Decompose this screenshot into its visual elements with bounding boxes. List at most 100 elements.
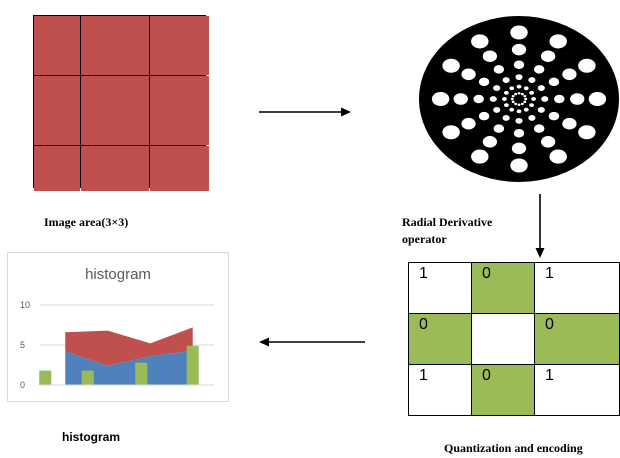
y-tick-label: 10 <box>20 300 30 310</box>
radial-dot <box>523 100 527 104</box>
radial-dot <box>523 94 527 98</box>
radial-dot <box>517 103 521 106</box>
radial-dot <box>523 86 529 91</box>
radial-dot <box>511 100 515 104</box>
image-area-cell <box>34 76 80 145</box>
arrow-right <box>259 107 351 117</box>
radial-dot <box>511 43 527 56</box>
radial-dot <box>588 91 607 107</box>
radial-dot <box>493 107 501 113</box>
radial-dot <box>510 158 528 173</box>
quantization-cell: 1 <box>535 365 620 416</box>
radial-dot <box>493 124 505 133</box>
image-area-grid <box>33 15 209 191</box>
radial-dot <box>510 97 514 101</box>
radial-dot <box>461 117 476 130</box>
radial-dot <box>541 96 549 102</box>
image-area-cell <box>150 76 209 145</box>
image-area-cell <box>81 16 149 75</box>
radial-dot <box>549 149 567 164</box>
radial-dot <box>513 60 525 70</box>
radial-dot <box>523 107 529 112</box>
radial-dot <box>570 93 585 105</box>
radial-dot <box>442 125 460 140</box>
radial-dot <box>531 97 536 101</box>
radial-dot <box>562 117 577 130</box>
radial-dot <box>478 77 490 87</box>
radial-dot <box>554 94 565 104</box>
radial-operator-disc <box>419 16 619 182</box>
radial-dot <box>540 50 556 62</box>
radial-dot <box>533 65 545 74</box>
radial-dot <box>509 107 515 112</box>
radial-dot <box>493 85 501 91</box>
radial-dot <box>562 68 577 81</box>
red-area-series <box>65 327 193 366</box>
radial-dot <box>513 128 525 138</box>
radial-dot <box>514 92 518 96</box>
radial-dot <box>578 125 596 140</box>
green-bar <box>186 345 199 385</box>
image-area-cell <box>150 146 209 191</box>
image-area-caption: Image area(3×3) <box>44 215 129 229</box>
radial-dot <box>524 97 528 101</box>
radial-dot <box>473 94 484 104</box>
radial-dot <box>431 91 450 107</box>
radial-dot <box>509 86 515 91</box>
chart-title: histogram <box>85 266 151 283</box>
green-bar <box>135 362 148 385</box>
radial-dot <box>478 111 490 121</box>
radial-dot <box>502 115 510 121</box>
radial-dot <box>482 136 498 148</box>
y-tick-label: 0 <box>20 380 25 390</box>
quantization-cell: 1 <box>409 365 472 416</box>
quantization-cell: 0 <box>472 263 535 314</box>
radial-dot <box>511 142 527 155</box>
radial-dot <box>502 77 510 83</box>
radial-dot <box>533 124 545 133</box>
radial-dot <box>516 84 522 89</box>
radial-dot <box>540 136 556 148</box>
radial-dot <box>520 92 524 96</box>
green-bar <box>39 370 52 385</box>
radial-dot <box>549 34 567 49</box>
quantization-caption: Quantization and encoding <box>444 441 583 455</box>
radial-dot <box>520 102 524 106</box>
radial-dot <box>537 107 545 113</box>
radial-dot <box>516 109 522 114</box>
radial-dot <box>453 93 468 105</box>
green-bar <box>81 370 94 385</box>
radial-dot <box>510 25 528 40</box>
radial-dot <box>578 58 596 73</box>
radial-dot <box>482 50 498 62</box>
radial-dot <box>503 90 509 95</box>
image-area-cell <box>150 16 209 75</box>
radial-dot <box>503 103 509 108</box>
radial-dot <box>442 58 460 73</box>
radial-operator-caption: Radial Derivative operator <box>402 215 493 246</box>
radial-dot <box>548 111 560 121</box>
quantization-cell: 0 <box>535 314 620 365</box>
radial-dot <box>493 65 505 74</box>
radial-dot <box>528 77 536 83</box>
radial-dot <box>529 90 535 95</box>
radial-dot <box>514 102 518 106</box>
radial-dot <box>515 74 523 81</box>
arrow-down <box>535 194 545 258</box>
radial-dot <box>471 149 489 164</box>
radial-dot <box>515 117 523 124</box>
image-area-cell <box>81 146 149 191</box>
radial-dot <box>502 97 507 101</box>
quantization-cell: 1 <box>535 263 620 314</box>
arrow-left <box>259 337 365 347</box>
image-area-cell <box>34 146 80 191</box>
radial-dot <box>537 85 545 91</box>
radial-dot <box>511 94 515 98</box>
image-area-cell <box>81 76 149 145</box>
radial-dot <box>528 115 536 121</box>
radial-dot <box>489 96 497 102</box>
radial-dot <box>471 34 489 49</box>
